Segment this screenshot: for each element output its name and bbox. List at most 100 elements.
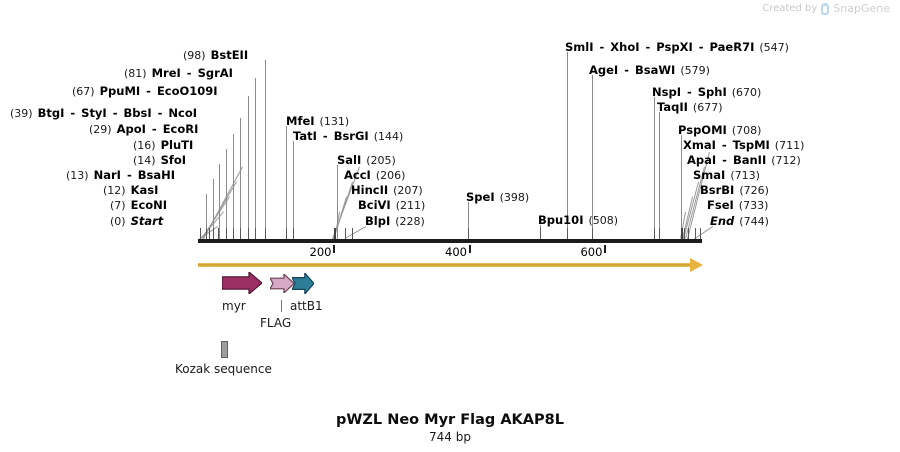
enzyme-label-row[interactable]: (39)BtgI-StyI-BbsI-NcoI [10, 107, 202, 120]
kozak-sequence-label: Kozak sequence [175, 362, 272, 376]
axis-tick [604, 245, 607, 253]
enzyme-label-row[interactable]: AccI(206) [344, 169, 410, 182]
enzyme-position: (228) [395, 215, 425, 228]
enzyme-position: (744) [739, 215, 769, 228]
restriction-site-tick[interactable] [206, 228, 207, 239]
kozak-sequence-marker[interactable] [221, 341, 228, 358]
restriction-site-tick[interactable] [345, 228, 346, 239]
restriction-site-tick[interactable] [293, 228, 294, 239]
enzyme-position: (508) [588, 214, 619, 227]
restriction-site-tick[interactable] [688, 228, 689, 239]
enzyme-position: (0) [110, 215, 126, 228]
enzyme-name: TatI [293, 129, 317, 143]
enzyme-separator: - [722, 153, 727, 167]
enzyme-separator: - [146, 84, 151, 98]
enzyme-separator: - [186, 66, 192, 80]
feature-label: FLAG [260, 316, 292, 330]
enzyme-position: (13) [66, 169, 89, 182]
enzyme-label-row[interactable]: BsrBI(726) [700, 184, 774, 197]
enzyme-label-row[interactable]: TaqII(677) [657, 101, 728, 114]
feature-label: myr [222, 299, 246, 313]
enzyme-label-row[interactable]: End(744) [710, 215, 774, 228]
restriction-site-tick[interactable] [654, 228, 655, 239]
restriction-site-tick[interactable] [700, 228, 701, 239]
enzyme-name: SmlI [565, 40, 594, 54]
leader-line [213, 179, 214, 239]
enzyme-label-row[interactable]: SmaI(713) [693, 169, 765, 182]
enzyme-label-row[interactable]: (67)PpuMI-EcoO109I [72, 85, 223, 98]
leader-line [567, 52, 568, 239]
enzyme-name: XhoI [610, 40, 640, 54]
restriction-site-tick[interactable] [468, 228, 469, 239]
enzyme-position: (39) [10, 107, 33, 120]
enzyme-label-row[interactable]: BciVI(211) [358, 199, 430, 212]
enzyme-label-row[interactable]: AgeI-BsaWI(579) [589, 64, 715, 77]
enzyme-label-row[interactable]: TatI-BsrGI(144) [293, 130, 408, 143]
restriction-site-tick[interactable] [218, 228, 219, 239]
enzyme-label-row[interactable]: FseI(733) [707, 199, 773, 212]
restriction-site-tick[interactable] [695, 228, 696, 239]
restriction-site-tick[interactable] [567, 228, 568, 239]
leader-line [255, 78, 256, 239]
watermark-prefix: Created by [762, 3, 818, 14]
enzyme-position: (207) [393, 184, 423, 197]
restriction-site-tick[interactable] [209, 228, 210, 239]
restriction-site-tick[interactable] [681, 228, 683, 239]
feature-arrow[interactable] [221, 270, 263, 296]
enzyme-label-row[interactable]: (81)MreI-SgrAI [124, 67, 238, 80]
restriction-site-tick[interactable] [286, 228, 287, 239]
enzyme-label-row[interactable]: HincII(207) [351, 184, 428, 197]
restriction-site-tick[interactable] [352, 228, 353, 239]
restriction-site-tick[interactable] [684, 228, 685, 239]
restriction-site-tick[interactable] [659, 228, 660, 239]
enzyme-label-row[interactable]: (12)KasI [103, 184, 163, 197]
enzyme-label-row[interactable]: (0) Start [110, 215, 168, 228]
restriction-site-tick[interactable] [226, 228, 227, 239]
enzyme-label-row[interactable]: (29)ApoI-EcoRI [89, 123, 203, 136]
axis-tick [468, 245, 471, 253]
enzyme-name: PluTI [160, 138, 194, 152]
enzyme-name: BsaWI [635, 63, 676, 77]
enzyme-name: BsrGI [333, 129, 369, 143]
leader-line [219, 164, 220, 239]
enzyme-label-row[interactable]: PspOMI(708) [678, 124, 766, 137]
enzyme-position: (98) [183, 49, 206, 62]
enzyme-position: (670) [731, 86, 762, 99]
enzyme-label-row[interactable]: (13)NarI-BsaHI [66, 169, 180, 182]
enzyme-name: BbsI [123, 106, 152, 120]
enzyme-position: (713) [730, 169, 760, 182]
restriction-site-tick[interactable] [255, 228, 256, 239]
feature-arrow[interactable] [291, 271, 315, 296]
enzyme-label-row[interactable]: (14)SfoI [133, 154, 191, 167]
enzyme-label-row[interactable]: NspI-SphI(670) [652, 86, 766, 99]
restriction-site-tick[interactable] [334, 228, 336, 239]
enzyme-position: (211) [395, 199, 426, 212]
enzyme-label-row[interactable]: SmlI-XhoI-PspXI-PaeR7I(547) [565, 41, 794, 54]
enzyme-label-row[interactable]: ApaI-BanII(712) [687, 154, 806, 167]
enzyme-label-row[interactable]: (16)PluTI [133, 139, 198, 152]
restriction-site-tick[interactable] [233, 228, 234, 239]
enzyme-label-row[interactable]: SalI(205) [337, 154, 401, 167]
enzyme-label-row[interactable]: (98) BstEII [183, 49, 253, 62]
enzyme-label-row[interactable]: XmaI-TspMI(711) [683, 139, 809, 152]
restriction-site-tick[interactable] [240, 228, 241, 239]
leader-line [659, 112, 660, 239]
feature-arrow[interactable] [268, 272, 295, 295]
enzyme-label-row[interactable]: BlpI(228) [365, 215, 430, 228]
restriction-site-tick[interactable] [592, 228, 593, 239]
enzyme-label-row[interactable]: SpeI(398) [466, 191, 534, 204]
restriction-site-tick[interactable] [213, 228, 214, 239]
enzyme-name: Start [130, 214, 164, 228]
restriction-site-tick[interactable] [248, 228, 249, 239]
enzyme-position: (206) [375, 169, 406, 182]
leader-line [233, 134, 234, 239]
enzyme-separator: - [322, 129, 328, 143]
enzyme-label-row[interactable]: MfeI(131) [286, 115, 354, 128]
enzyme-name: BstEII [210, 48, 249, 62]
enzyme-label-row[interactable]: (7)EcoNI [110, 199, 172, 212]
enzyme-label-row[interactable]: Bpu10I(508) [538, 214, 623, 227]
restriction-site-tick[interactable] [265, 228, 266, 239]
restriction-site-tick[interactable] [200, 228, 201, 239]
restriction-site-tick[interactable] [540, 228, 541, 239]
